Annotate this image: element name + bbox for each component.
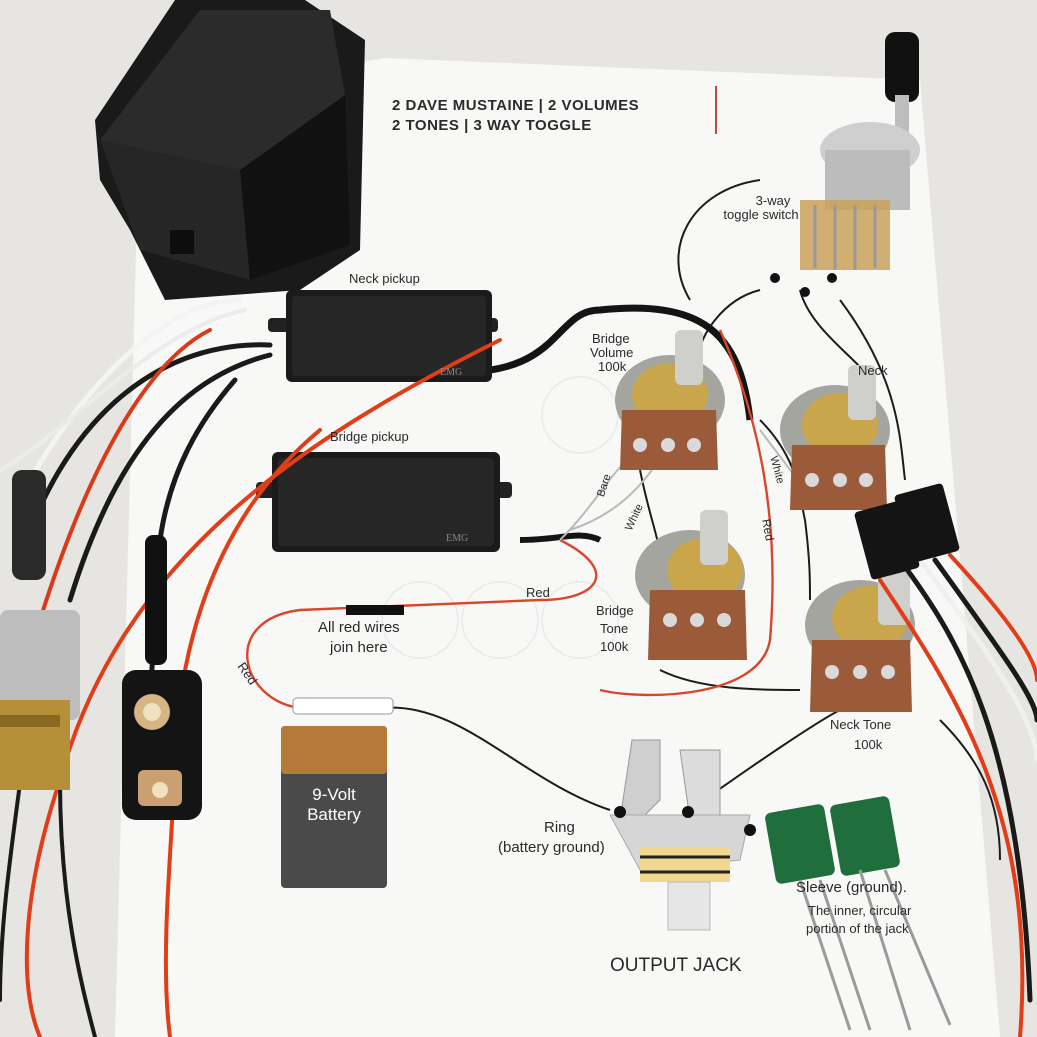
battery-clip xyxy=(122,670,202,820)
bridge-pickup-label: Bridge pickup xyxy=(330,429,409,444)
capacitors xyxy=(765,796,952,1031)
bridge-volume-label-3: 100k xyxy=(598,359,627,374)
diagram-title-line1: 2 DAVE MUSTAINE | 2 VOLUMES xyxy=(392,97,640,114)
ring-label-1: Ring xyxy=(544,819,575,836)
battery-label-1: 9-Volt xyxy=(312,785,356,804)
neck-volume-label-1: Neck xyxy=(858,363,888,378)
battery-box xyxy=(95,0,365,300)
pot-neck-volume xyxy=(780,365,890,510)
ring-label-2: (battery ground) xyxy=(498,839,605,856)
pot-bridge-volume xyxy=(615,330,725,470)
diagram-title-line2: 2 TONES | 3 WAY TOGGLE xyxy=(392,117,592,134)
bridge-tone-label-2: Tone xyxy=(600,621,629,636)
battery-diagram xyxy=(281,697,394,888)
neck-tone-label-1: Neck Tone xyxy=(830,717,892,732)
output-jack-label: OUTPUT JACK xyxy=(610,955,742,976)
join-label-1: All red wires xyxy=(318,619,400,636)
toggle-label-1: 3-way xyxy=(755,193,791,208)
toggle-switch xyxy=(770,32,920,297)
bridge-pickup xyxy=(256,452,512,552)
join-label-2: join here xyxy=(330,639,388,656)
output-jack-photo xyxy=(0,610,80,790)
bridge-volume-label-1: Bridge xyxy=(592,331,630,346)
neck-tone-label-2: 100k xyxy=(854,737,883,752)
pot-neck-tone xyxy=(805,570,915,712)
sleeve-label-3: portion of the jack xyxy=(806,921,909,936)
bridge-volume-label-2: Volume xyxy=(590,345,634,360)
toggle-label-2: toggle switch xyxy=(723,207,799,222)
output-jack-diagram xyxy=(609,739,756,931)
sleeve-label-1: Sleeve (ground). xyxy=(796,879,907,896)
sleeve-label-2: The inner, circular xyxy=(808,903,912,918)
neck-pickup-label: Neck pickup xyxy=(349,271,420,286)
wire-label-red-2: Red xyxy=(526,585,550,600)
bridge-tone-label-1: Bridge xyxy=(596,603,634,618)
neck-pickup-brand: EMG xyxy=(440,367,463,378)
battery-label-2: Battery xyxy=(307,805,361,824)
bridge-tone-label-3: 100k xyxy=(600,639,629,654)
bridge-pickup-brand: EMG xyxy=(446,533,469,544)
pot-bridge-tone xyxy=(635,510,747,660)
wire-label-red-1: Red xyxy=(759,517,777,542)
neck-pickup xyxy=(268,290,498,382)
